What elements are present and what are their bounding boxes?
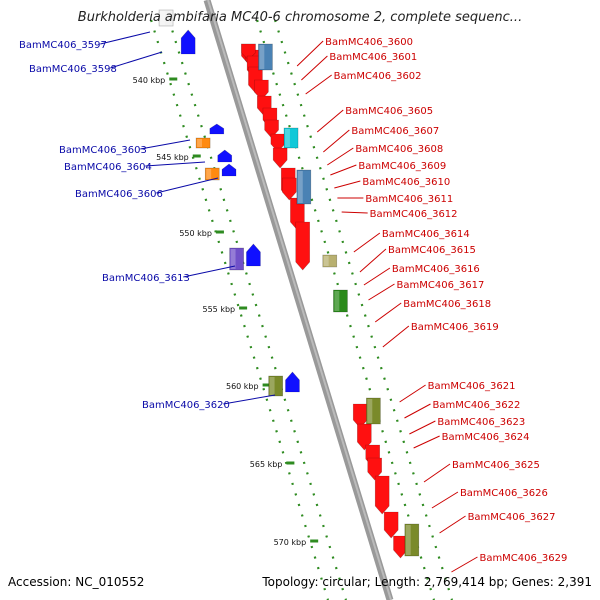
ruler-tick-label: 570 kbp xyxy=(274,538,307,547)
gene-label-left: BamMC406_3598 xyxy=(29,64,117,75)
feature-box xyxy=(283,127,299,149)
gene-label-right: BamMC406_3629 xyxy=(479,553,567,564)
leader-line xyxy=(423,463,451,483)
gene-label-right: BamMC406_3623 xyxy=(437,417,525,428)
feature-box xyxy=(322,254,338,268)
leader-line xyxy=(413,435,440,449)
leader-line xyxy=(341,211,368,214)
gene-label-right: BamMC406_3605 xyxy=(345,106,433,117)
leader-line xyxy=(316,109,344,133)
reverse-gene-block xyxy=(246,243,261,267)
gene-label-right: BamMC406_3622 xyxy=(432,400,520,411)
gene-label-right: BamMC406_3612 xyxy=(370,209,458,220)
feature-box xyxy=(258,43,273,71)
feature-box xyxy=(333,289,348,313)
leader-line xyxy=(140,139,191,150)
map-title: Burkholderia ambifaria MC40-6 chromosome… xyxy=(77,10,523,25)
leader-line xyxy=(223,394,276,405)
gene-label-right: BamMC406_3601 xyxy=(329,52,417,63)
reverse-gene-block xyxy=(221,163,237,177)
leader-line xyxy=(334,180,361,189)
reverse-gene-block xyxy=(209,123,225,135)
reverse-gene-block xyxy=(285,371,300,393)
gene-label-right: BamMC406_3614 xyxy=(382,229,470,240)
gene-label-right: BamMC406_3615 xyxy=(388,245,476,256)
gene-label-right: BamMC406_3625 xyxy=(452,460,540,471)
gene-label-left: BamMC406_3604 xyxy=(64,162,152,173)
forward-gene-block xyxy=(295,221,311,271)
ruler-tick-label: 545 kbp xyxy=(156,153,189,162)
gene-label-left: BamMC406_3603 xyxy=(59,145,147,156)
leader-line xyxy=(439,515,466,534)
feature-box xyxy=(195,137,211,149)
leader-line xyxy=(374,302,402,323)
leader-line xyxy=(353,232,381,253)
ruler-tick-label: 555 kbp xyxy=(203,305,236,314)
forward-gene-block xyxy=(281,177,297,201)
gene-label-right: BamMC406_3609 xyxy=(358,161,446,172)
leader-line xyxy=(110,51,163,69)
gene-label-left: BamMC406_3606 xyxy=(75,189,163,200)
backbone-highlight xyxy=(207,0,392,600)
gene-label-right: BamMC406_3607 xyxy=(351,126,439,137)
reverse-gene-block xyxy=(180,29,196,55)
forward-gene-block xyxy=(272,147,288,169)
leader-line xyxy=(399,384,426,403)
feature-box xyxy=(204,167,220,181)
gene-label-right: BamMC406_3616 xyxy=(392,264,480,275)
ruler-tick-label: 540 kbp xyxy=(133,76,166,85)
gene-label-right: BamMC406_3608 xyxy=(355,144,443,155)
ruler-tick-label: 560 kbp xyxy=(226,382,259,391)
leader-line xyxy=(359,248,387,273)
gene-label-right: BamMC406_3600 xyxy=(325,37,413,48)
gene-label-left: BamMC406_3597 xyxy=(19,40,107,51)
gene-label-right: BamMC406_3611 xyxy=(365,194,453,205)
leader-line xyxy=(431,491,459,509)
forward-gene-block xyxy=(383,511,399,539)
ruler-tick-label: 565 kbp xyxy=(250,460,283,469)
gene-label-right: BamMC406_3618 xyxy=(403,299,491,310)
feature-box xyxy=(404,523,420,557)
feature-box xyxy=(268,375,283,397)
gene-label-right: BamMC406_3621 xyxy=(428,381,516,392)
feature-box xyxy=(296,169,312,205)
reverse-gene-block xyxy=(217,149,233,163)
gene-label-right: BamMC406_3617 xyxy=(397,280,485,291)
leader-line xyxy=(296,40,324,67)
gene-label-right: BamMC406_3627 xyxy=(468,512,556,523)
leader-line xyxy=(382,325,410,348)
leader-line xyxy=(301,55,328,81)
leader-line xyxy=(363,267,391,286)
ruler-tick-label: 550 kbp xyxy=(179,229,212,238)
gene-label-left: BamMC406_3620 xyxy=(142,400,230,411)
leader-line xyxy=(327,147,354,166)
leader-line xyxy=(409,420,436,435)
leader-line xyxy=(368,283,395,301)
leader-line xyxy=(330,164,357,176)
leader-line xyxy=(100,31,151,45)
gene-label-right: BamMC406_3602 xyxy=(334,71,422,82)
leader-line xyxy=(145,161,206,167)
gene-label-left: BamMC406_3613 xyxy=(102,273,190,284)
topology-summary: Topology: circular; Length: 2,769,414 bp… xyxy=(262,575,592,589)
feature-box xyxy=(229,247,244,271)
leader-line xyxy=(183,265,236,278)
feature-box xyxy=(158,9,174,27)
leader-line xyxy=(323,129,350,153)
feature-box xyxy=(366,397,381,425)
leader-line xyxy=(451,556,478,573)
gene-label-right: BamMC406_3626 xyxy=(460,488,548,499)
forward-gene-block xyxy=(374,475,390,515)
accession-text: Accession: NC_010552 xyxy=(8,575,145,589)
gene-label-right: BamMC406_3610 xyxy=(362,177,450,188)
leader-line xyxy=(156,177,219,194)
leader-line xyxy=(404,403,431,419)
leader-line xyxy=(305,74,332,95)
gene-label-right: BamMC406_3624 xyxy=(442,432,530,443)
gene-label-right: BamMC406_3619 xyxy=(411,322,499,333)
